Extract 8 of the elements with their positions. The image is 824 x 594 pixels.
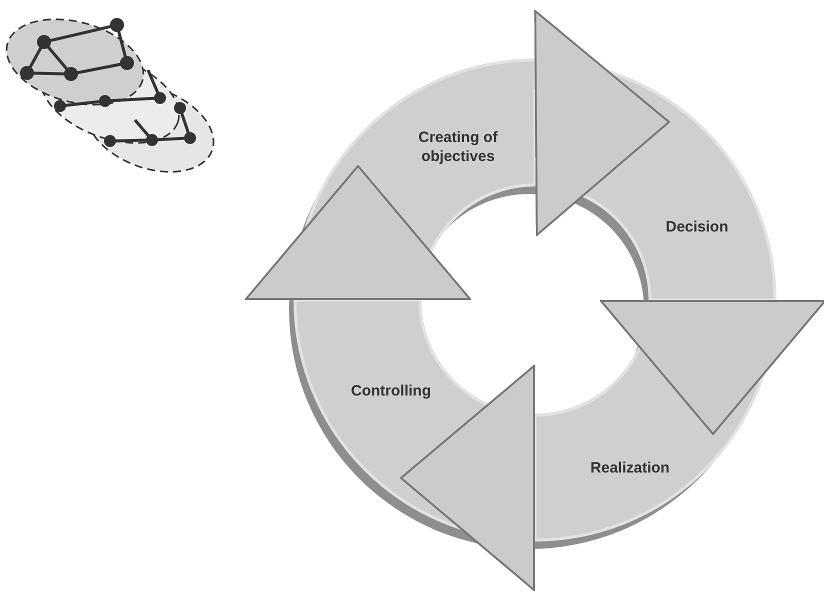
stage-label: Realization [589,458,671,478]
cycle-arrow [400,365,536,591]
stage-label: Controlling [350,382,432,400]
cycle-arrow [534,10,670,236]
stage-label: Creating of objectives [417,128,499,166]
cycle-arrow [600,300,824,436]
stage-label: Decision [664,218,730,236]
cycle-arrow [245,164,471,300]
